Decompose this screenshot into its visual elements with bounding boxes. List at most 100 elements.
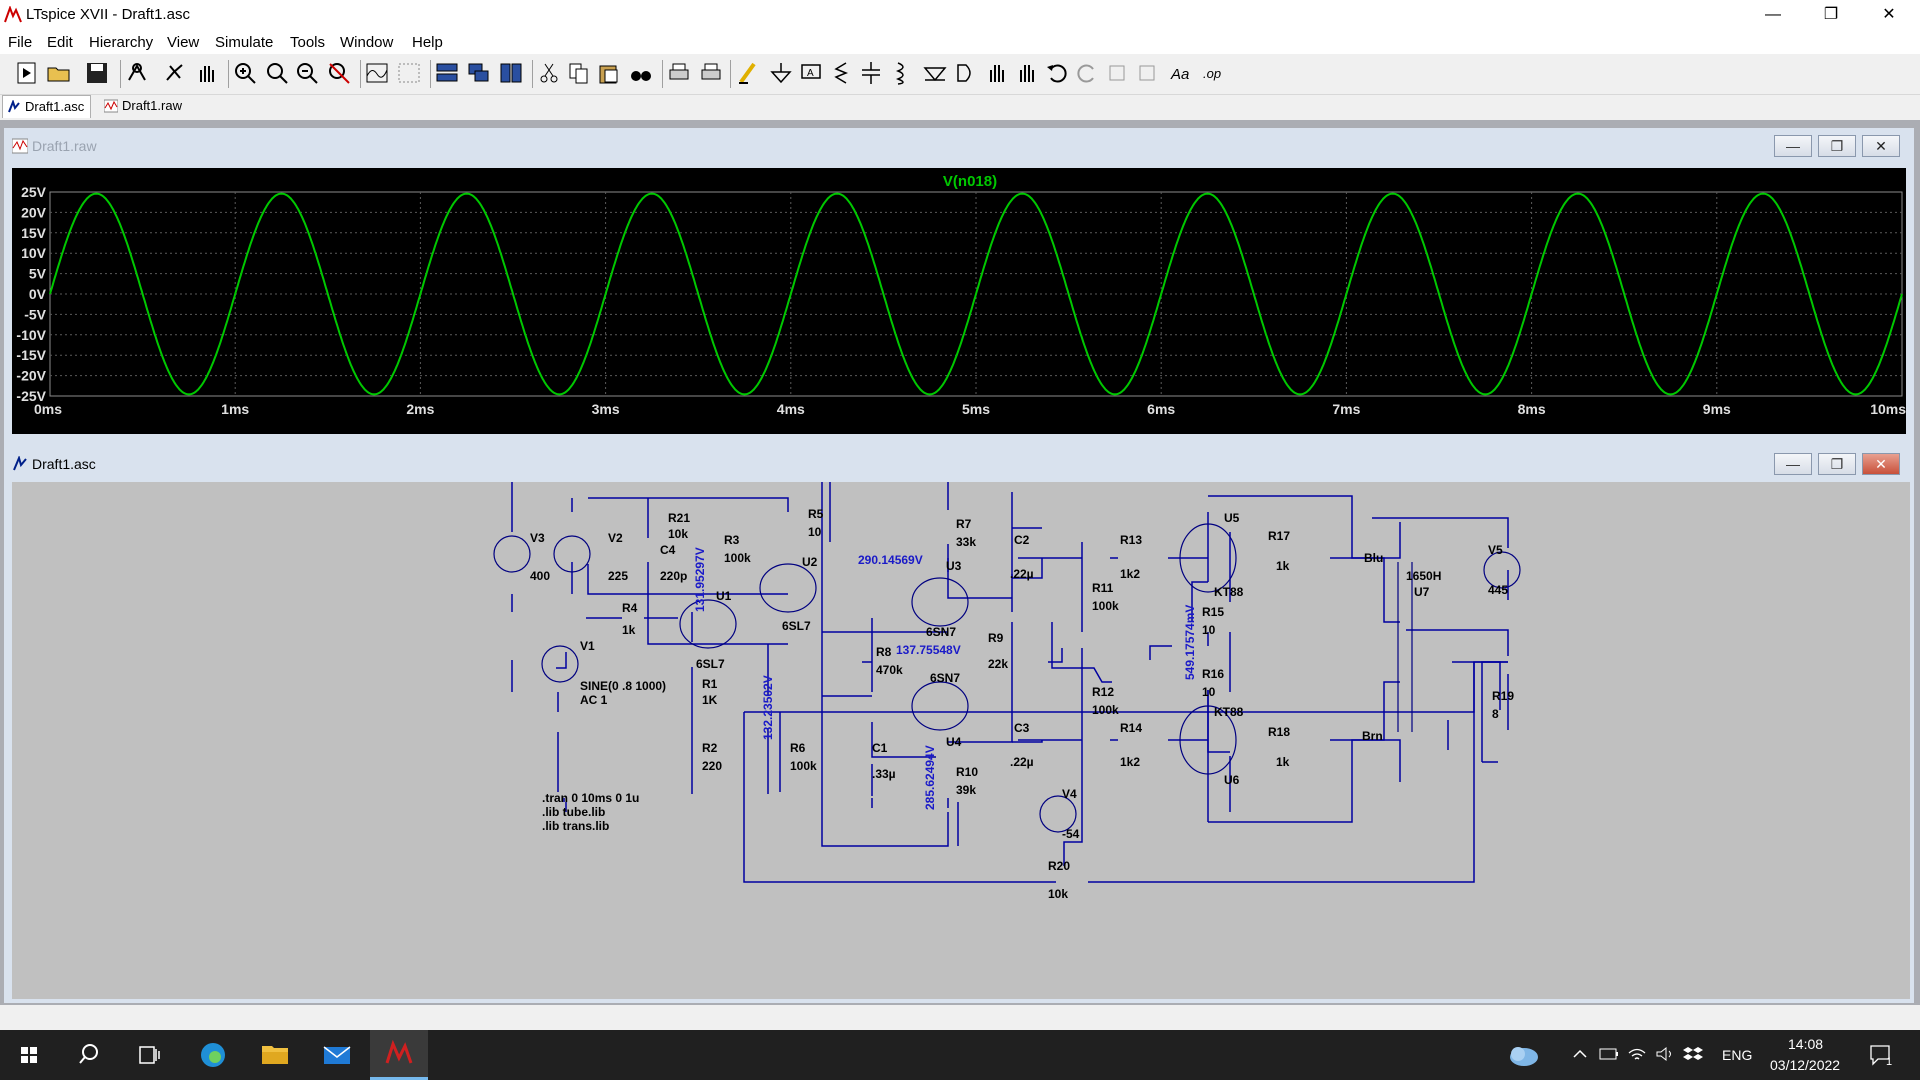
child-restore-button[interactable]: ❐: [1818, 453, 1856, 475]
label-R16-value: 10: [1202, 685, 1216, 699]
task-view-icon[interactable]: [120, 1030, 178, 1080]
menu-simulate[interactable]: Simulate: [215, 34, 274, 51]
y-tick-label: 10V: [21, 245, 47, 261]
y-tick-label: 0V: [29, 286, 47, 302]
autorange-icon[interactable]: [364, 60, 390, 86]
resistor-icon[interactable]: [828, 60, 854, 86]
spice-directive-icon[interactable]: .op: [1200, 60, 1226, 86]
label-V3: V3: [530, 531, 545, 545]
undo-icon[interactable]: [1044, 60, 1070, 86]
clock-date[interactable]: 03/12/2022: [1770, 1057, 1841, 1073]
label-R9: R9: [988, 631, 1004, 645]
cascade-icon[interactable]: [466, 60, 492, 86]
chevron-up-icon[interactable]: [1570, 1044, 1590, 1064]
label-U7: U7: [1414, 585, 1430, 599]
capacitor-icon[interactable]: [858, 60, 884, 86]
volume-icon[interactable]: [1654, 1044, 1676, 1064]
ltspice-taskbar-icon[interactable]: [370, 1030, 428, 1080]
new-schematic-icon[interactable]: [14, 60, 40, 86]
copy-icon[interactable]: [566, 60, 592, 86]
label-R13-value: 1k2: [1120, 567, 1140, 581]
notification-icon[interactable]: [1868, 1042, 1894, 1068]
child-close-button[interactable]: ✕: [1862, 453, 1900, 475]
label-C2-value: .22µ: [1010, 567, 1034, 581]
pan-icon[interactable]: [264, 60, 290, 86]
weather-cloud-icon[interactable]: [1506, 1042, 1540, 1068]
component-icon[interactable]: [952, 60, 978, 86]
tile-horizontal-icon[interactable]: [434, 60, 460, 86]
tab-draft1-asc[interactable]: Draft1.asc: [2, 95, 92, 118]
draw-wire-icon[interactable]: [736, 60, 762, 86]
menu-help[interactable]: Help: [412, 34, 443, 51]
waveform-window-title: Draft1.raw: [32, 138, 97, 154]
save-icon[interactable]: [84, 60, 110, 86]
child-minimize-button[interactable]: —: [1774, 453, 1812, 475]
label-U6: U6: [1224, 773, 1240, 787]
label-R17: R17: [1268, 529, 1290, 543]
waveform-plot[interactable]: V(n018) 25V20V15V10V5V0V-5V-10V-15V-20V-…: [12, 168, 1906, 434]
mail-icon[interactable]: [308, 1030, 366, 1080]
child-minimize-button[interactable]: —: [1774, 135, 1812, 157]
file-explorer-icon[interactable]: [246, 1030, 304, 1080]
battery-icon[interactable]: [1598, 1044, 1620, 1064]
control-panel-icon[interactable]: [124, 60, 150, 86]
diode-icon[interactable]: [922, 60, 948, 86]
menu-hierarchy[interactable]: Hierarchy: [89, 34, 154, 51]
edge-icon[interactable]: [184, 1030, 242, 1080]
menu-window[interactable]: Window: [340, 34, 394, 51]
label-R7-value: 33k: [956, 535, 976, 549]
schematic-window-title: Draft1.asc: [32, 456, 96, 472]
menu-file[interactable]: File: [8, 34, 33, 51]
search-icon[interactable]: [60, 1030, 118, 1080]
label-U6-type: KT88: [1214, 705, 1244, 719]
child-close-button[interactable]: ✕: [1862, 135, 1900, 157]
zoom-out-icon[interactable]: [294, 60, 320, 86]
cursor-icon[interactable]: [396, 60, 422, 86]
find-icon[interactable]: [628, 60, 654, 86]
zoom-in-icon[interactable]: [232, 60, 258, 86]
menu-edit[interactable]: Edit: [47, 34, 73, 51]
child-restore-button[interactable]: ❐: [1818, 135, 1856, 157]
label-R19: R19: [1492, 689, 1514, 703]
move-hand-icon[interactable]: [984, 60, 1010, 86]
restore-button[interactable]: ❐: [1823, 6, 1839, 23]
minimize-button[interactable]: —: [1765, 6, 1781, 23]
menu-tools[interactable]: Tools: [290, 34, 326, 51]
print-preview-icon[interactable]: [698, 60, 724, 86]
start-icon[interactable]: [0, 1030, 58, 1080]
x-tick-label: 7ms: [1332, 401, 1360, 417]
cut-icon[interactable]: [536, 60, 562, 86]
ground-icon[interactable]: [768, 60, 794, 86]
dropbox-icon[interactable]: [1682, 1044, 1704, 1064]
y-tick-label: -25V: [16, 388, 46, 404]
tile-vertical-icon[interactable]: [498, 60, 524, 86]
drag-hand-icon[interactable]: [1014, 60, 1040, 86]
mirror-icon[interactable]: [1134, 60, 1160, 86]
y-tick-label: -20V: [16, 368, 46, 384]
print-icon[interactable]: [666, 60, 692, 86]
clock-time[interactable]: 14:08: [1788, 1036, 1824, 1052]
wifi-icon[interactable]: [1626, 1044, 1648, 1064]
y-tick-label: -10V: [16, 327, 46, 343]
rotate-icon[interactable]: [1104, 60, 1130, 86]
halt-hand-icon[interactable]: [194, 60, 220, 86]
run-icon[interactable]: [162, 60, 188, 86]
zoom-fit-icon[interactable]: [326, 60, 352, 86]
label-R3-value: 100k: [724, 551, 751, 565]
paste-icon[interactable]: [596, 60, 622, 86]
language-indicator[interactable]: ENG: [1722, 1047, 1753, 1063]
schematic-canvas[interactable]: V3 400 V2 225 V1 SINE(0 .8 1000) AC 1 R2…: [12, 482, 1910, 999]
open-folder-icon[interactable]: [46, 60, 72, 86]
inductor-icon[interactable]: [888, 60, 914, 86]
trace-label[interactable]: V(n018): [943, 173, 997, 190]
voltage-label: 285.62494V: [923, 745, 937, 810]
label-net-icon[interactable]: A: [798, 60, 824, 86]
redo-icon[interactable]: [1074, 60, 1100, 86]
text-icon[interactable]: Aa: [1168, 60, 1194, 86]
label-R7: R7: [956, 517, 972, 531]
menu-view[interactable]: View: [167, 34, 200, 51]
close-button[interactable]: ✕: [1882, 6, 1896, 23]
tab-draft1-raw[interactable]: Draft1.raw: [100, 95, 188, 117]
